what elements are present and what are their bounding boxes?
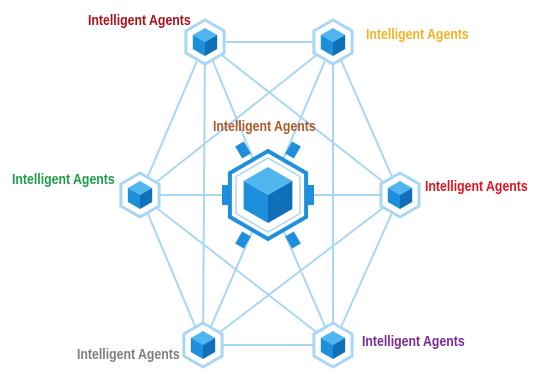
agent-node-left [119,171,161,219]
connection-line [202,194,401,346]
connection-line [204,41,401,196]
agent-node-top-left [184,18,226,66]
agent-label-bottom-left: Intelligent Agents [77,346,180,363]
agent-node-top-right [312,18,354,66]
agent-label-left: Intelligent Agents [12,171,115,188]
agent-node-bottom-right [312,321,354,369]
connection-line [332,41,401,196]
central-agent-hub-icon [222,141,314,249]
agent-node-right [379,171,421,219]
agent-label-center: Intelligent Agents [213,118,316,135]
connection-line [202,41,206,346]
agent-label-right: Intelligent Agents [425,178,528,195]
agent-nodes [119,18,421,369]
connection-line [332,194,401,346]
agent-node-bottom-left [182,321,224,369]
connection-line [139,194,204,346]
connection-line [139,194,334,346]
agent-label-top-left: Intelligent Agents [88,12,191,29]
connection-line [139,41,334,196]
agent-label-top-right: Intelligent Agents [366,26,469,43]
connection-line [139,41,206,196]
agent-label-bottom-right: Intelligent Agents [362,333,465,350]
